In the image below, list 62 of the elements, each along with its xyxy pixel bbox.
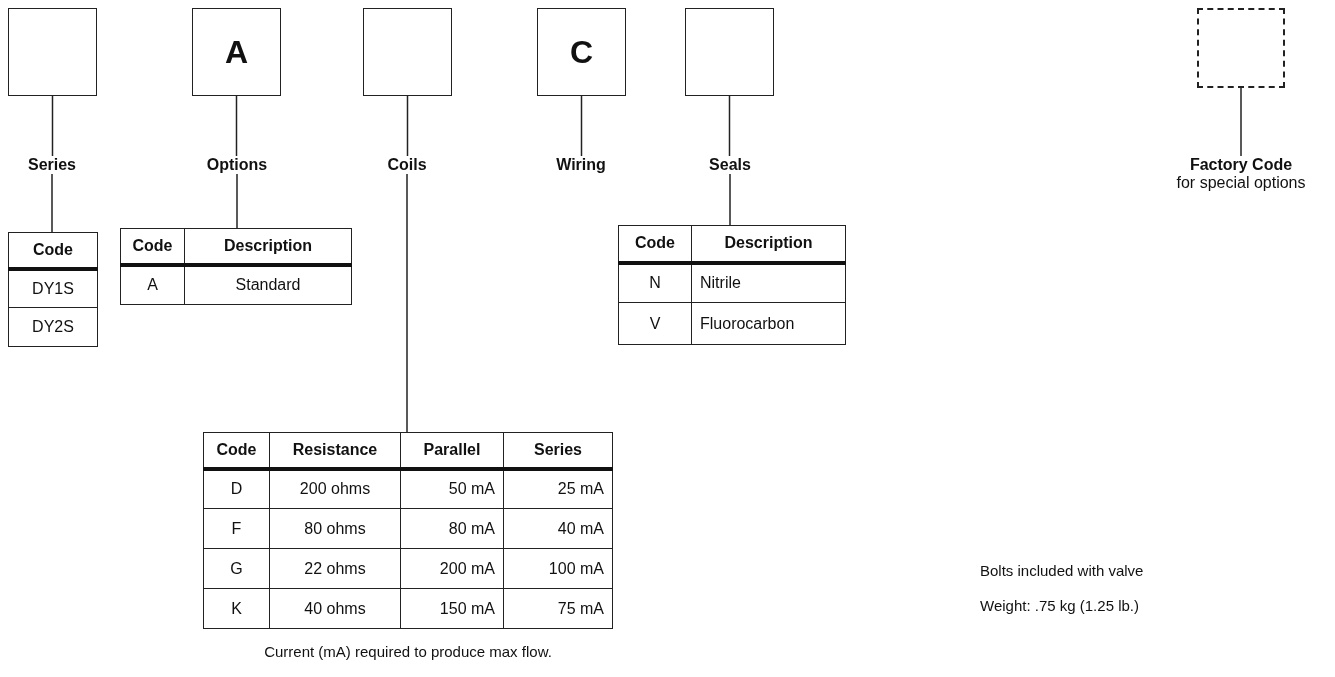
code-table — [8, 232, 98, 347]
table-entry: V — [618, 302, 692, 345]
table-entry: G — [203, 548, 270, 589]
connector-line — [51, 95, 54, 157]
table-entry: Nitrile — [691, 262, 846, 303]
table-entry: DY1S — [8, 268, 98, 308]
table-entry: 40 mA — [503, 508, 613, 549]
table-entry: 200 mA — [400, 548, 504, 589]
connector-line — [235, 95, 238, 157]
table-entry: 100 mA — [503, 548, 613, 589]
column-header: Code — [203, 432, 270, 469]
table-entry: 150 mA — [400, 588, 504, 629]
connector-line — [580, 95, 583, 157]
column-header: Description — [184, 228, 352, 265]
table-entry: Standard — [184, 264, 352, 305]
connector-line — [406, 173, 408, 433]
table-entry: F — [203, 508, 270, 549]
code-box — [363, 8, 452, 96]
table-entry: A — [120, 264, 185, 305]
code-table — [203, 432, 613, 629]
code-box — [192, 8, 281, 96]
table-entry: N — [618, 262, 692, 303]
table-entry: D — [203, 468, 270, 509]
code-box — [537, 8, 626, 96]
column-header: Resistance — [269, 432, 401, 469]
connector-line — [236, 173, 238, 229]
table-entry: 75 mA — [503, 588, 613, 629]
table-entry: K — [203, 588, 270, 629]
table-note: Current (mA) required to produce max flow. — [264, 643, 552, 660]
column-header: Description — [691, 225, 846, 263]
code-table — [618, 225, 846, 345]
column-header: Series — [503, 432, 613, 469]
table-entry: 80 ohms — [269, 508, 401, 549]
code-letter: C — [569, 33, 594, 71]
connector-line — [51, 173, 53, 233]
code-box — [8, 8, 97, 96]
table-entry: 80 mA — [400, 508, 504, 549]
table-entry: Fluorocarbon — [691, 302, 846, 345]
table-entry: 50 mA — [400, 468, 504, 509]
field-label: Factory Code — [1189, 156, 1293, 174]
note-text: Weight: .75 kg (1.25 lb.) — [980, 597, 1139, 614]
table-entry: 22 ohms — [269, 548, 401, 589]
field-description: for special options — [1176, 174, 1306, 192]
code-box — [685, 8, 774, 96]
table-entry: 200 ohms — [269, 468, 401, 509]
connector-line — [728, 95, 731, 157]
field-label: Options — [204, 156, 270, 174]
connector-line — [406, 95, 409, 157]
field-label: Wiring — [554, 156, 608, 174]
code-table — [120, 228, 352, 305]
connector-line — [729, 173, 731, 226]
code-letter: A — [224, 33, 249, 71]
table-entry: DY2S — [8, 307, 98, 347]
note-text: Bolts included with valve — [980, 562, 1144, 579]
column-header: Code — [618, 225, 692, 263]
dashed-code-box — [1197, 8, 1285, 88]
column-header: Code — [8, 232, 98, 269]
connector-line — [1240, 87, 1242, 157]
column-header: Code — [120, 228, 185, 265]
table-entry: 25 mA — [503, 468, 613, 509]
table-entry: 40 ohms — [269, 588, 401, 629]
column-header: Parallel — [400, 432, 504, 469]
